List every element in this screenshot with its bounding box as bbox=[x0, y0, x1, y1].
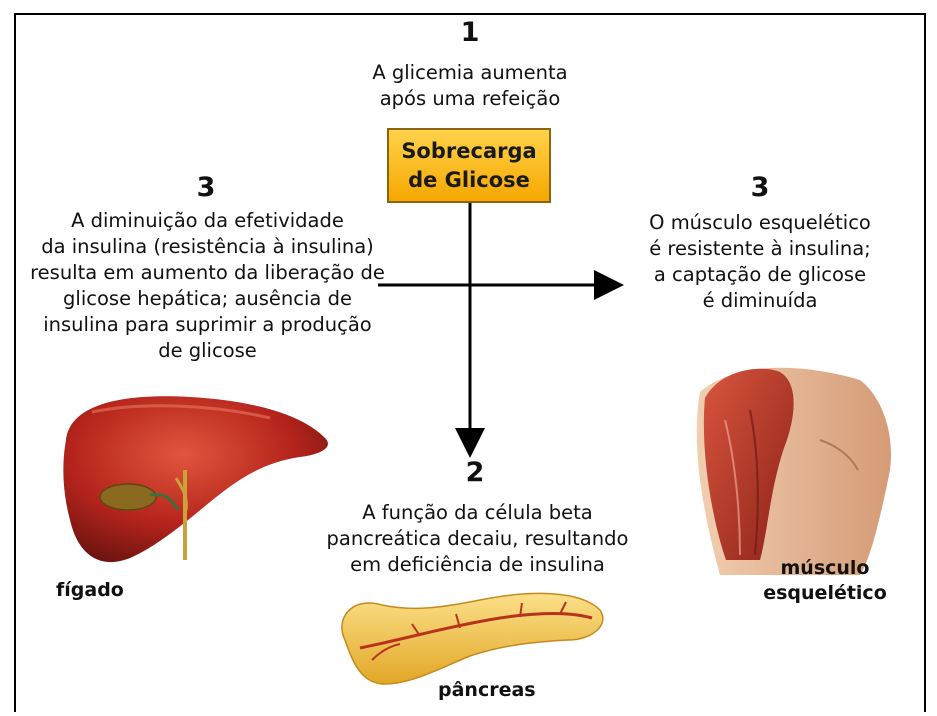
step-3-right-text: O músculo esquelético é resistente à ins… bbox=[649, 211, 871, 312]
step-3-left-text: A diminuição da efetividade da insulina … bbox=[30, 209, 385, 362]
diagram-frame bbox=[14, 13, 926, 712]
step-1-number: 1 bbox=[460, 17, 480, 48]
muscle-label: músculo esquelético bbox=[763, 557, 887, 604]
liver-illustration bbox=[63, 396, 328, 563]
step-1-text: A glicemia aumenta após uma refeição bbox=[372, 61, 568, 110]
step-3-left-number: 3 bbox=[196, 172, 216, 203]
step-2-text: A função da célula beta pancreática deca… bbox=[326, 501, 629, 576]
step-2-number: 2 bbox=[465, 457, 485, 488]
muscle-illustration bbox=[696, 367, 891, 575]
step-3-right-number: 3 bbox=[750, 172, 770, 203]
glucose-overload-box: Sobrecarga de Glicose bbox=[387, 128, 551, 203]
pancreas-label: pâncreas bbox=[438, 679, 536, 701]
pancreas-illustration bbox=[341, 592, 604, 685]
liver-label: fígado bbox=[56, 579, 124, 601]
